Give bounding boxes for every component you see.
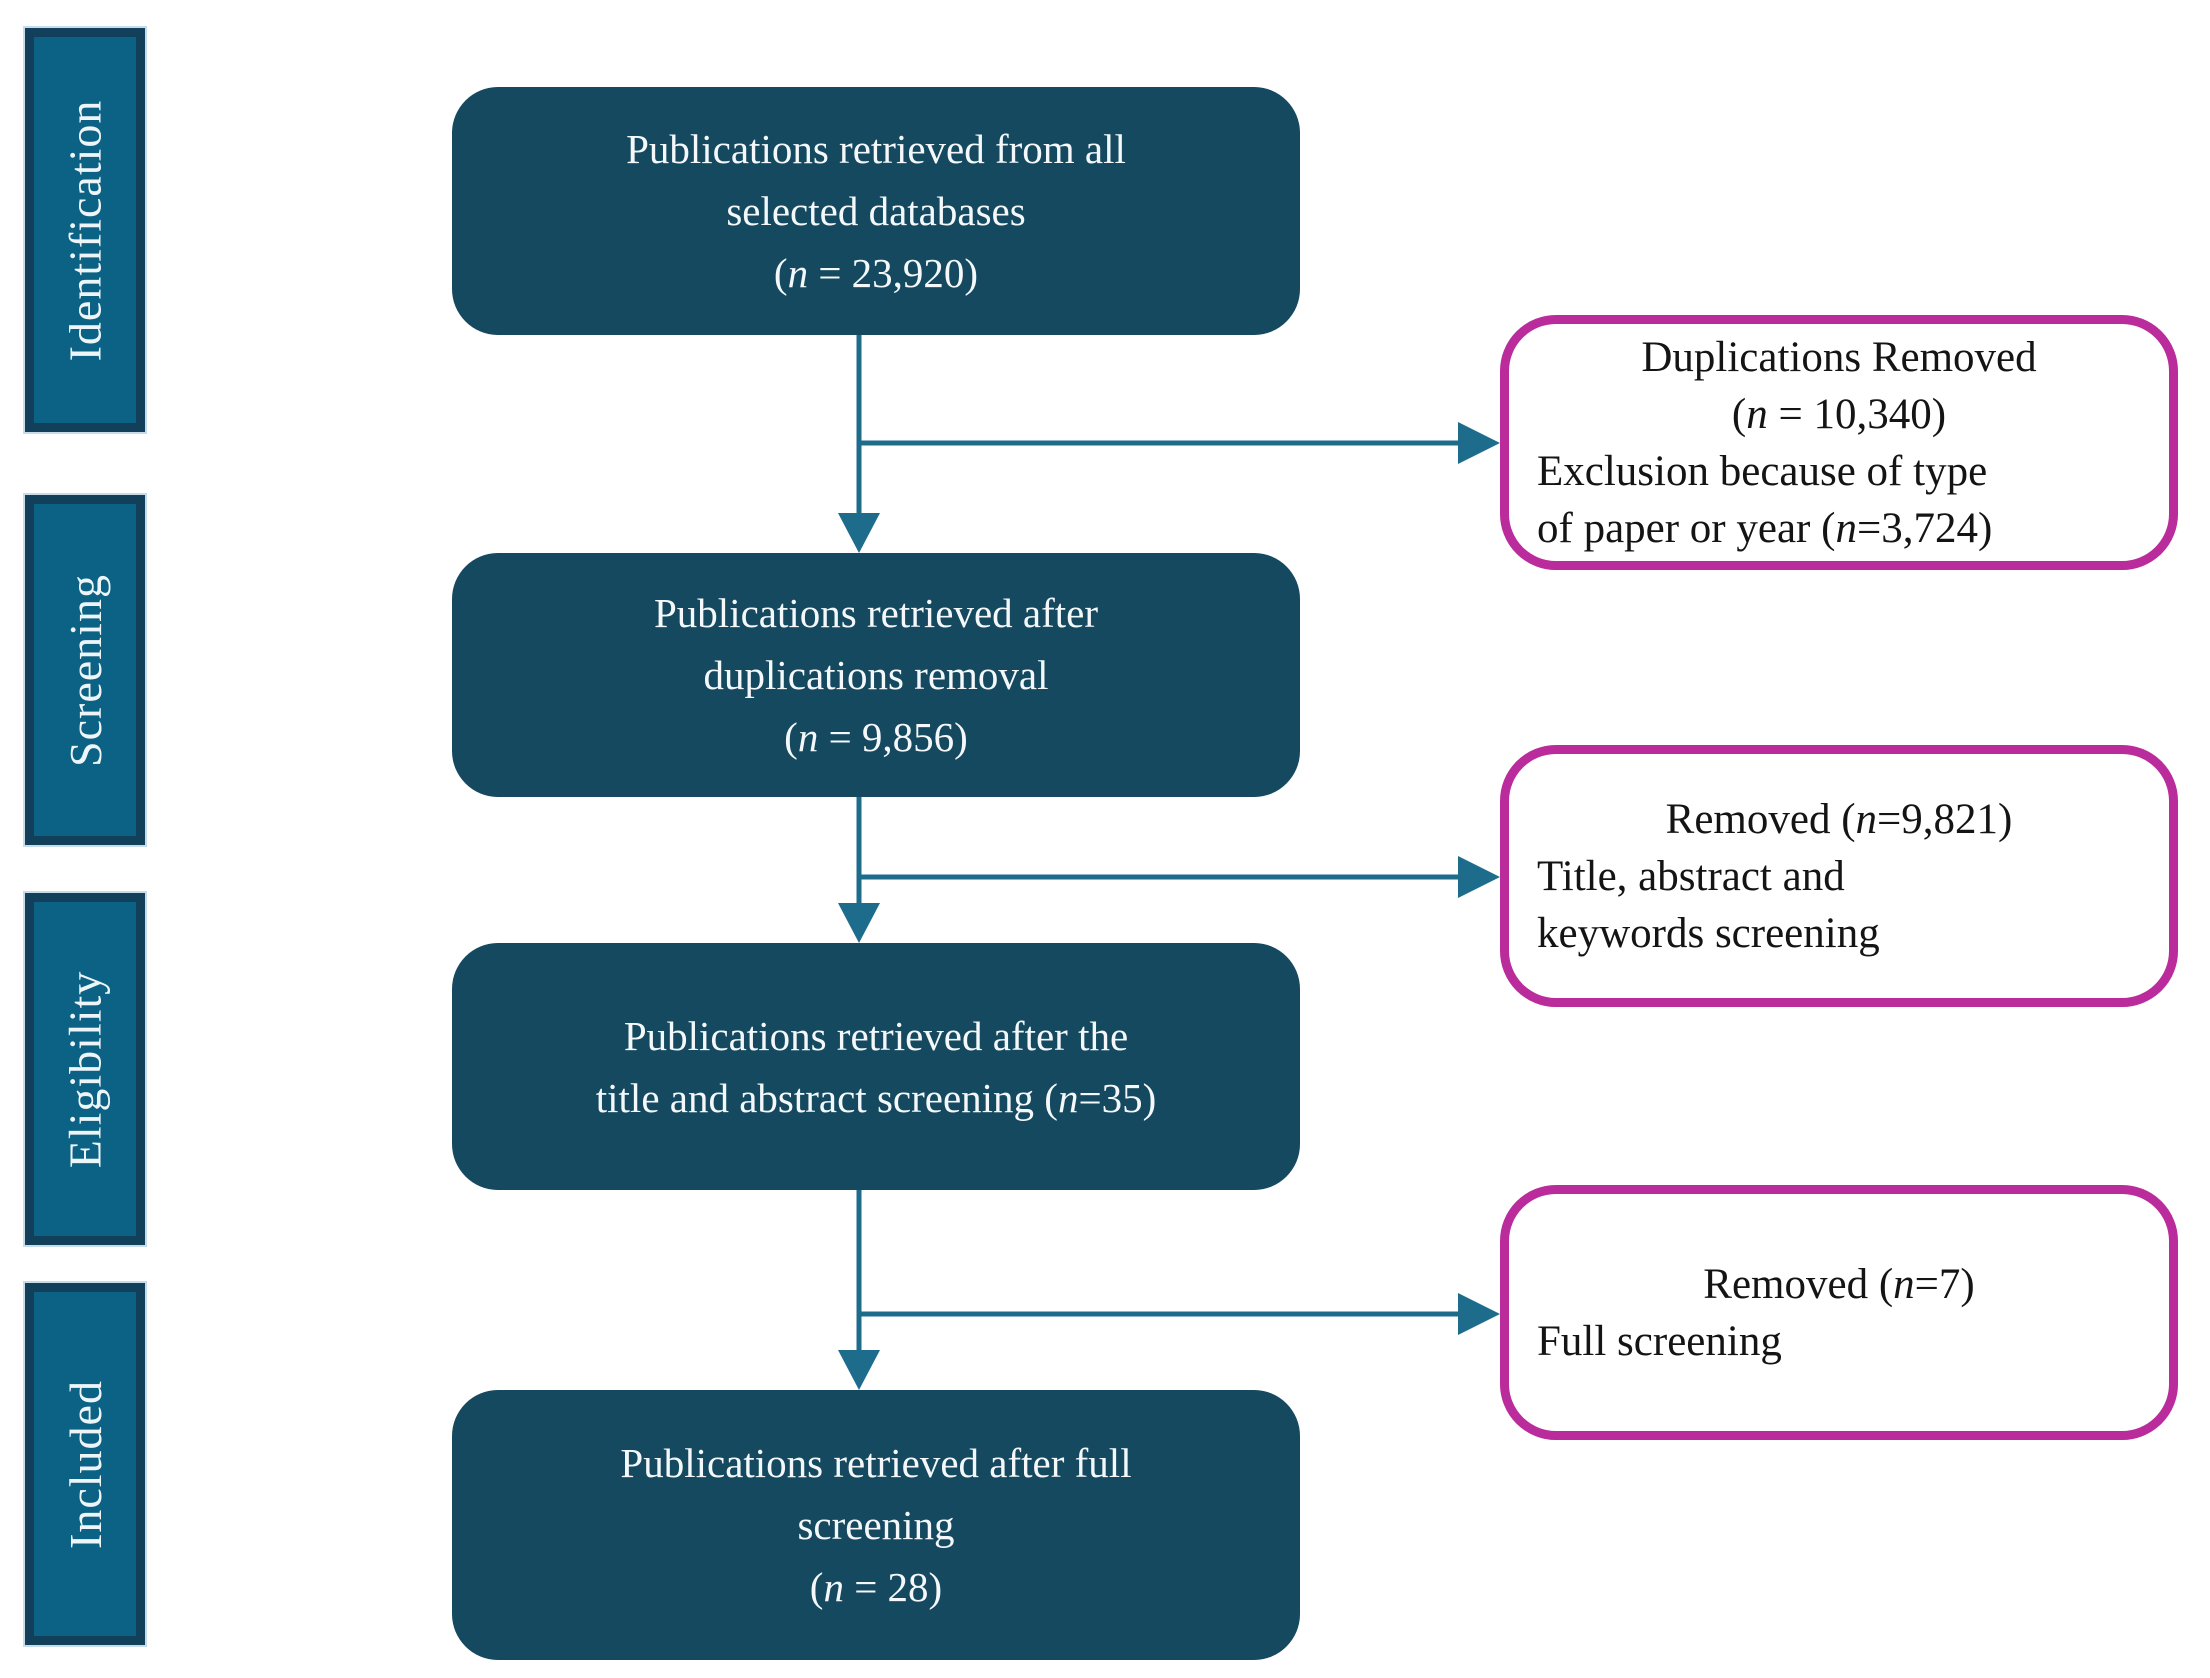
- stage-label-screening-text: Screening: [59, 573, 111, 767]
- arrowhead-to-duplications-removed: [1458, 422, 1500, 464]
- exclusion-box-line: of paper or year (n=3,724): [1537, 504, 1993, 552]
- arrowhead-to-removed-9821: [1458, 856, 1500, 898]
- flow-box-line: selected databases: [726, 188, 1026, 234]
- stage-label-identification-text: Identification: [59, 99, 111, 361]
- stage-label-identification: Identification: [25, 28, 145, 432]
- flow-box-after-full-screening: Publications retrieved after full screen…: [452, 1390, 1300, 1660]
- exclusion-box-count: Removed (n=7): [1703, 1260, 1975, 1308]
- flow-box-count: (n = 9,856): [784, 714, 968, 760]
- exclusion-box-count: (n = 10,340): [1731, 390, 1947, 438]
- flow-box-line: screening: [797, 1502, 955, 1548]
- stage-label-eligibility-text: Eligibility: [59, 970, 111, 1168]
- exclusion-box-duplications-removed: Duplications Removed (n = 10,340) Exclus…: [1500, 315, 2178, 570]
- stage-label-screening: Screening: [25, 495, 145, 845]
- flow-box-line: Publications retrieved after the: [623, 1012, 1129, 1059]
- exclusion-box-line: Duplications Removed: [1641, 333, 2037, 381]
- arrowhead-db-to-dedup: [838, 513, 880, 553]
- arrowhead-dedup-to-titleabstract: [838, 903, 880, 943]
- flow-box-line: duplications removal: [703, 652, 1049, 698]
- flow-box-line: Publications retrieved after full: [620, 1440, 1132, 1486]
- exclusion-box-line: Exclusion because of type: [1537, 447, 1988, 495]
- stage-label-eligibility: Eligibility: [25, 893, 145, 1245]
- flow-box-retrieved-all-databases: Publications retrieved from all selected…: [452, 87, 1300, 335]
- flow-box-count: (n = 28): [809, 1564, 943, 1610]
- flow-box-line: Publications retrieved after: [654, 590, 1098, 636]
- exclusion-box-removed-7: Removed (n=7) Full screening: [1500, 1185, 2178, 1440]
- flow-box-line: title and abstract screening (n=35): [595, 1074, 1157, 1121]
- exclusion-box-removed-9821: Removed (n=9,821) Title, abstract and ke…: [1500, 745, 2178, 1007]
- flow-box-line: Publications retrieved from all: [626, 126, 1126, 172]
- stage-label-included-text: Included: [59, 1379, 111, 1549]
- exclusion-box-line: keywords screening: [1537, 909, 1880, 957]
- stage-label-included: Included: [25, 1283, 145, 1645]
- exclusion-box-count: Removed (n=9,821): [1665, 795, 2013, 843]
- flow-box-count: (n = 23,920): [773, 250, 979, 296]
- exclusion-box-line: Full screening: [1537, 1317, 1782, 1365]
- flow-box-after-title-abstract-screening: Publications retrieved after the title a…: [452, 943, 1300, 1190]
- arrowhead-titleabstract-to-full: [838, 1350, 880, 1390]
- arrowhead-to-removed-7: [1458, 1293, 1500, 1335]
- exclusion-box-line: Title, abstract and: [1537, 852, 1845, 900]
- flow-box-after-duplications-removal: Publications retrieved after duplication…: [452, 553, 1300, 797]
